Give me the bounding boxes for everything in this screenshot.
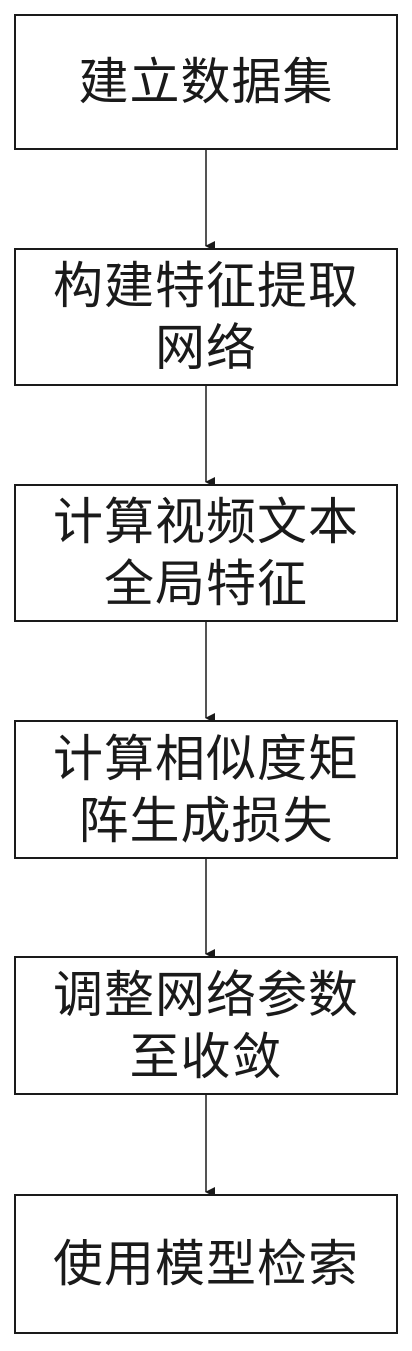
- step-label: 建立数据集: [78, 53, 334, 111]
- step-label: 网络: [155, 319, 257, 377]
- step-label: 使用模型检索: [53, 1235, 359, 1293]
- step-label: 计算视频文本: [53, 493, 359, 551]
- step-label: 至收敛: [129, 1027, 283, 1086]
- step-box-compute-similarity-loss: 计算相似度矩 阵生成损失: [14, 720, 398, 859]
- step-box-tune-parameters: 调整网络参数 至收敛: [14, 956, 398, 1095]
- step-label: 阵生成损失: [78, 791, 334, 850]
- step-box-build-feature-network: 构建特征提取 网络: [14, 248, 398, 386]
- step-box-compute-global-features: 计算视频文本 全局特征: [14, 484, 398, 622]
- step-box-use-model-retrieval: 使用模型检索: [14, 1194, 398, 1334]
- step-label: 计算相似度矩: [53, 729, 359, 788]
- step-label: 调整网络参数: [53, 965, 359, 1024]
- step-label: 全局特征: [104, 555, 308, 613]
- step-label: 构建特征提取: [53, 257, 359, 315]
- step-box-build-dataset: 建立数据集: [14, 14, 398, 150]
